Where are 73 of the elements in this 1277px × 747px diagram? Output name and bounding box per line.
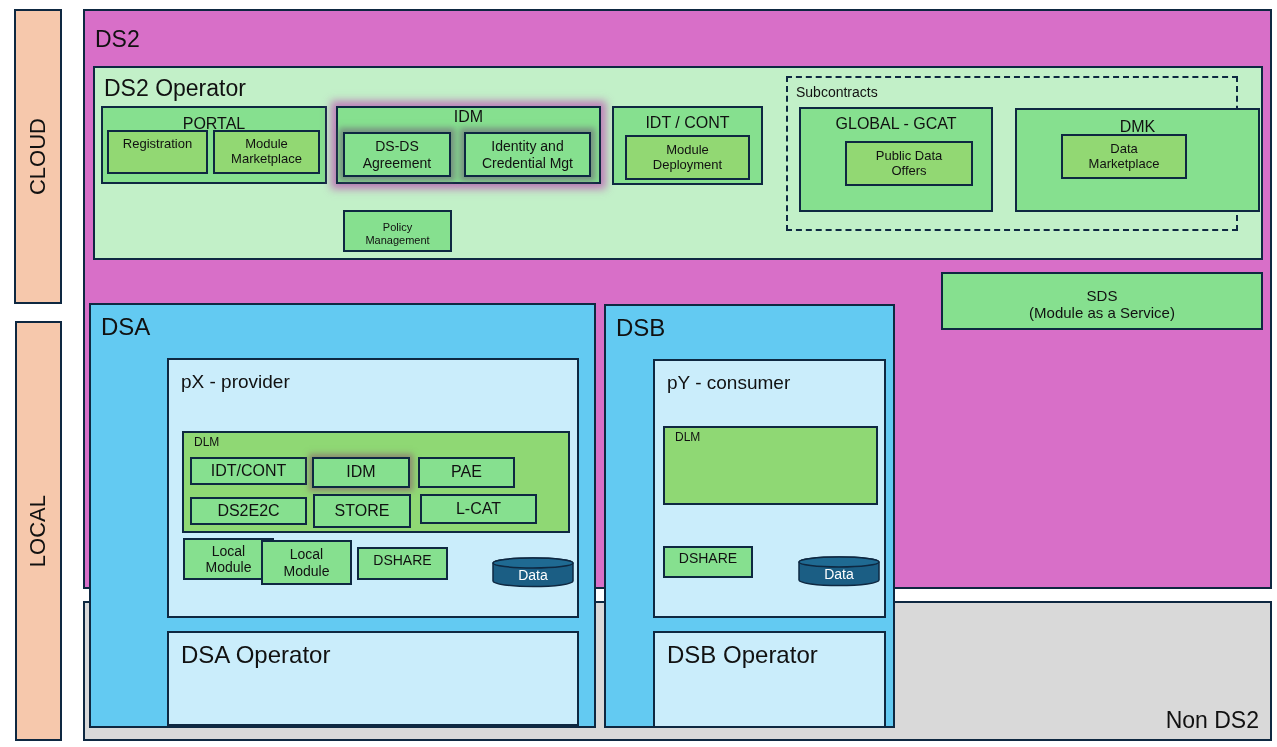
- box-label: Local Module: [204, 542, 253, 576]
- dlm-box: [663, 426, 878, 505]
- dlm-box: [182, 431, 570, 533]
- box-label: L-CAT: [455, 499, 501, 519]
- box-label: Registration: [122, 137, 193, 152]
- panel-title: DS2: [95, 26, 140, 53]
- module-box: [625, 135, 750, 180]
- box-label: IDM: [346, 463, 376, 482]
- module-box: [357, 547, 448, 580]
- box-label: Subcontracts: [796, 84, 878, 101]
- module-box: [312, 457, 410, 488]
- module-box: [343, 132, 451, 177]
- module-box: [845, 141, 973, 186]
- panel-title: DSA: [101, 313, 151, 341]
- module-box: [261, 540, 352, 585]
- band-label: LOCAL: [26, 494, 51, 568]
- panel-title: DS2 Operator: [104, 75, 246, 102]
- box-label: GLOBAL - GCAT: [835, 115, 957, 134]
- component-box: [612, 106, 763, 185]
- panel-title: DSB Operator: [667, 641, 818, 669]
- component-box: [336, 106, 601, 184]
- box-label: DLM: [675, 431, 701, 445]
- component-box: [941, 272, 1263, 330]
- box-label: DSHARE: [373, 552, 432, 569]
- panel-title: DSB: [616, 314, 666, 342]
- module-box: [1061, 134, 1187, 179]
- box-label: DLM: [194, 436, 220, 450]
- box-label: DMK: [1119, 118, 1156, 137]
- box-label: IDM: [453, 108, 484, 127]
- panel-title: DSA Operator: [181, 641, 331, 669]
- cylinder-label: Data: [518, 566, 548, 584]
- box-label: DSHARE: [678, 550, 738, 567]
- band-label: CLOUD: [25, 118, 51, 195]
- participant-panel: [167, 631, 579, 726]
- module-box: [663, 546, 753, 578]
- participant-panel: [653, 359, 886, 618]
- box-label: Identity and Credential Mgt: [480, 138, 574, 171]
- box-label: (Module as a Service): [1029, 304, 1175, 322]
- box-label: DS-DS Agreement: [361, 138, 433, 171]
- module-box: [418, 457, 515, 488]
- box-label: Module Marketplace: [230, 137, 303, 167]
- box-label: Data Marketplace: [1087, 141, 1161, 172]
- box-label: PAE: [451, 463, 482, 482]
- participant-panel: [653, 631, 886, 728]
- module-box: [190, 497, 307, 525]
- module-box: [464, 132, 591, 177]
- box-label: Policy Management: [364, 221, 431, 247]
- module-box: [420, 494, 537, 524]
- panel-title: Non DS2: [1165, 706, 1259, 733]
- box-label: Public Data Offers: [874, 148, 944, 179]
- component-box: [799, 107, 993, 212]
- box-label: SDS: [1086, 286, 1118, 304]
- panel-title: pY - consumer: [667, 372, 791, 394]
- box-label: STORE: [334, 501, 390, 521]
- panel-title: pX - provider: [181, 371, 290, 393]
- cylinder-label: Data: [824, 565, 854, 583]
- operator-panel: [93, 66, 1263, 260]
- component-box: [343, 210, 452, 252]
- box-label: DS2E2C: [217, 501, 280, 521]
- box-label: IDT / CONT: [645, 114, 730, 133]
- box-label: Module Deployment: [651, 142, 724, 173]
- participant-panel: [167, 358, 579, 618]
- box-label: Local Module: [282, 546, 331, 579]
- side-band: [15, 321, 62, 741]
- box-label: IDT/CONT: [210, 461, 287, 481]
- module-box: [107, 130, 208, 174]
- side-band: [14, 9, 62, 304]
- module-box: [190, 457, 307, 485]
- component-box: [101, 106, 327, 184]
- module-box: [313, 494, 411, 528]
- component-box: [1015, 108, 1260, 212]
- box-label: PORTAL: [182, 115, 246, 134]
- module-box: [213, 130, 320, 174]
